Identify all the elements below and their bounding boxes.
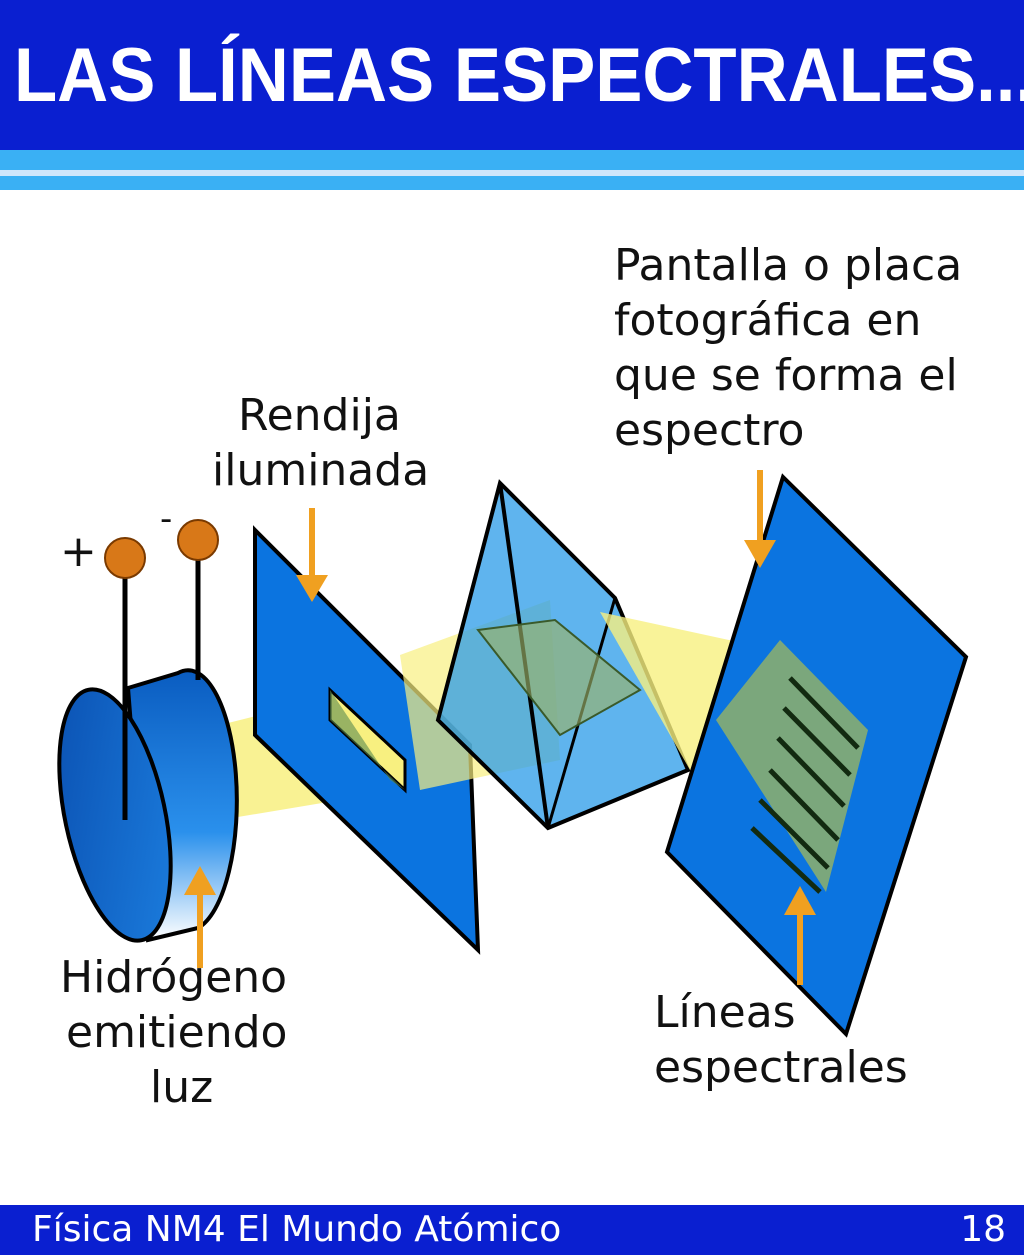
header-accent-band-lower [0, 176, 1024, 190]
electrode-plus-ball [104, 537, 146, 579]
header-accent-gap [0, 170, 1024, 176]
spectral-lines [750, 676, 860, 894]
arrow-to-lamp [184, 866, 216, 968]
arrow-to-screen [744, 470, 776, 568]
label-lines-line-1: Líneas [654, 987, 796, 1038]
label-minus: - [160, 499, 173, 539]
prism [435, 479, 691, 831]
electrode-minus-ball [177, 519, 219, 561]
page-title: LAS LÍNEAS ESPECTRALES... [14, 33, 1024, 118]
label-slit-line-2: iluminada [212, 445, 430, 496]
footer-course-title: Física NM4 El Mundo Atómico [32, 1209, 562, 1250]
label-screen-line-4: espectro [614, 405, 805, 456]
label-slit-line-1: Rendija [238, 390, 401, 441]
header-bar [0, 0, 1024, 150]
label-source-line-2: emitiendo [66, 1007, 288, 1058]
label-source-line-3: luz [150, 1062, 214, 1113]
arrow-to-lines [784, 886, 816, 985]
page-number: 18 [960, 1209, 1006, 1250]
label-screen-line-3: que se forma el [614, 350, 958, 401]
label-lines-line-2: espectrales [654, 1042, 908, 1093]
arrow-to-slit [296, 508, 328, 602]
label-plus: + [60, 526, 97, 577]
hydrogen-lamp [57, 668, 239, 943]
label-screen-line-1: Pantalla o placa [614, 240, 963, 291]
header-accent-band [0, 150, 1024, 170]
label-source-line-1: Hidrógeno [60, 952, 288, 1003]
label-screen-line-2: fotográfica en [614, 295, 922, 346]
footer-bar: Física NM4 El Mundo Atómico 18 [0, 1205, 1024, 1255]
